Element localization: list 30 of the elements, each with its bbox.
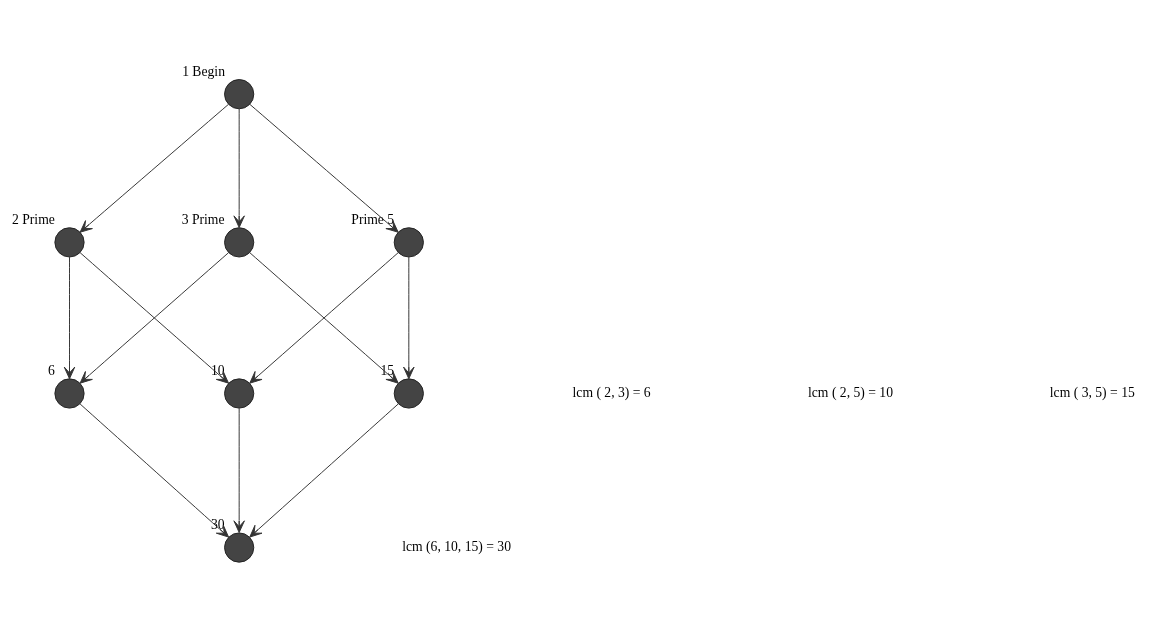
node-circle — [54, 378, 85, 409]
node-circle — [224, 79, 255, 110]
node-label: 10 — [210, 363, 225, 379]
node-label: 15 — [380, 363, 395, 379]
node-label: 30 — [210, 517, 225, 533]
node-circle — [393, 378, 424, 409]
node-label: 6 — [48, 363, 55, 379]
arrow — [79, 103, 230, 233]
arrow — [233, 108, 245, 229]
arrow — [233, 407, 245, 533]
label: lcm ( 2, 3) = 6 — [572, 385, 651, 401]
label: lcm ( 2, 5) = 10 — [808, 385, 894, 401]
label: lcm (6, 10, 15) = 30 — [402, 539, 512, 555]
label: lcm ( 3, 5) = 15 — [1049, 385, 1135, 401]
arrow — [63, 256, 76, 380]
node-circle — [54, 227, 85, 258]
arrow — [403, 256, 415, 380]
node-circle — [224, 532, 255, 563]
node-label: Prime 5 — [351, 212, 395, 228]
node-circle — [393, 227, 424, 258]
node-label: 3 Prime — [181, 212, 225, 228]
arrow — [249, 403, 399, 538]
arrow — [249, 252, 399, 384]
node-label: 1 Begin — [182, 63, 225, 79]
node-circle — [224, 378, 255, 409]
arrow — [249, 103, 399, 233]
node-circle — [224, 227, 255, 258]
node-label: 2 Prime — [12, 212, 55, 228]
arrow — [79, 403, 230, 538]
arrow — [79, 252, 230, 384]
